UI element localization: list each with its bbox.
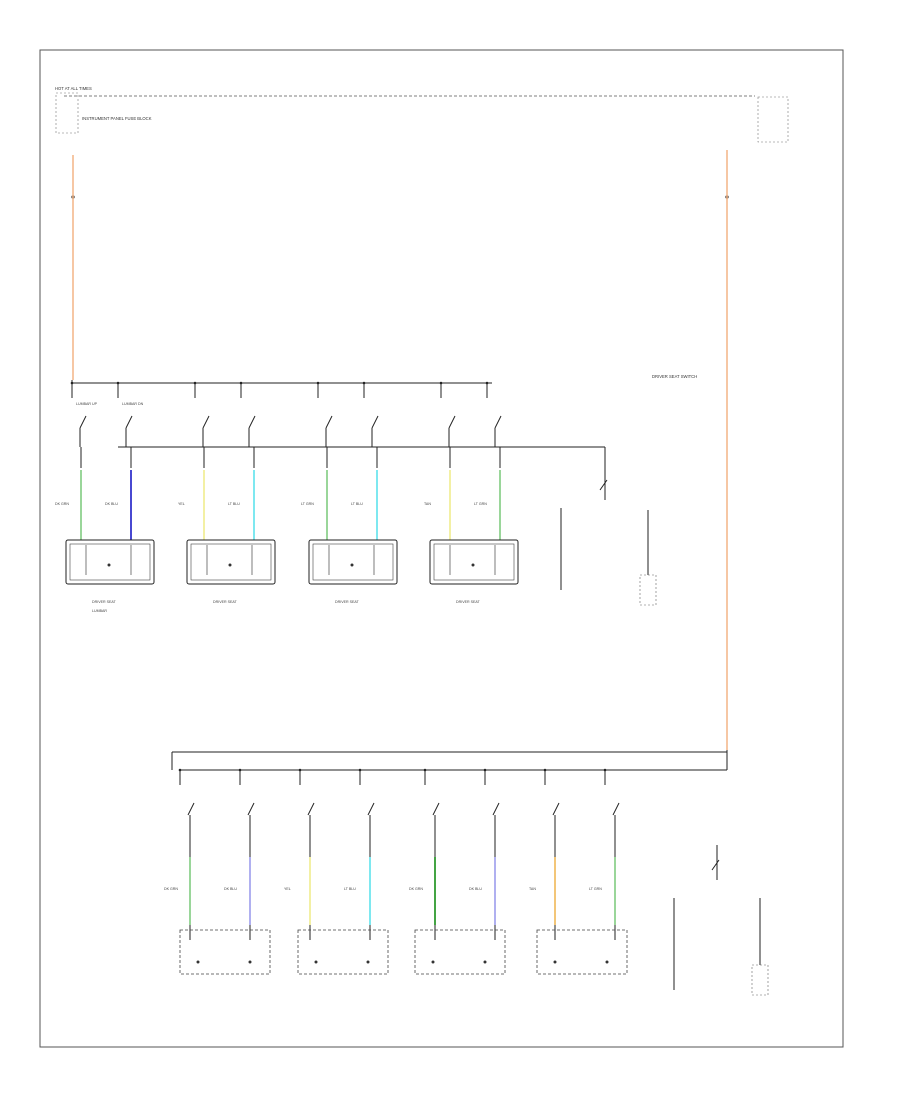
diagram-frame — [39, 49, 844, 1048]
wire-color-label: YEL — [284, 887, 291, 891]
passenger-switch: YEL — [284, 768, 315, 940]
passenger-switch: DK BLU — [469, 768, 500, 940]
passenger-switch: DK GRN — [409, 768, 440, 940]
motor-box — [536, 929, 628, 975]
motor-box — [297, 929, 389, 975]
motor-box — [179, 929, 271, 975]
motor-sub: LUMBAR — [92, 609, 107, 613]
passenger-seat-motor — [536, 929, 628, 975]
motor-name: DRIVER SEAT — [335, 600, 360, 604]
switch-label: LUMBAR UP — [76, 402, 98, 406]
passenger-switch: TAN — [529, 768, 560, 940]
passenger-seat-motor — [179, 929, 271, 975]
passenger-seat-motor — [297, 929, 389, 975]
driver-seat-motor: DRIVER SEAT — [308, 539, 398, 604]
passenger-switch: DK BLU — [224, 768, 255, 940]
wire-color-label: LT BLU — [344, 887, 356, 891]
driver-switch: LT BLU — [351, 381, 379, 540]
driver-switch: LUMBAR UP DK GRN — [55, 381, 98, 540]
wire-color-label: DK BLU — [105, 502, 118, 506]
passenger-seat-motor — [414, 929, 506, 975]
passenger-switch-group: DK GRN DK BLU YEL LT BLU DK GRN DK BLU TAN LT G… — [164, 768, 620, 940]
driver-switch: LT GRN — [301, 381, 333, 540]
driver-switch: LUMBAR DN DK BLU — [105, 381, 144, 540]
wire-color-label: DK GRN — [55, 502, 69, 506]
driver-switch: LT GRN — [474, 381, 502, 540]
driver-seat-motor: DRIVER SEAT — [186, 539, 276, 604]
driver-switch: YEL — [178, 381, 210, 540]
wire-color-label: LT GRN — [589, 887, 602, 891]
wire-color-label: LT BLU — [351, 502, 363, 506]
driver-seat-motor: DRIVER SEAT LUMBAR — [65, 539, 155, 613]
motor-box — [308, 539, 398, 585]
wire-color-label: DK GRN — [409, 887, 423, 891]
motor-name: DRIVER SEAT — [456, 600, 481, 604]
wire-color-label: DK BLU — [224, 887, 237, 891]
wire-color-label: YEL — [178, 502, 185, 506]
wire-color-label: DK GRN — [164, 887, 178, 891]
driver-ground-module — [560, 447, 657, 606]
wire-color-label: TAN — [529, 887, 536, 891]
passenger-switch: LT GRN — [589, 768, 620, 940]
wire-color-label: LT BLU — [228, 502, 240, 506]
motor-name: DRIVER SEAT — [213, 600, 238, 604]
driver-seat-switch-label: DRIVER SEAT SWITCH — [652, 374, 697, 379]
motor-box — [65, 539, 155, 585]
svg-text:DRIVER SEAT SWITCH: DRIVER SEAT SWITCH — [652, 374, 697, 379]
motor-box — [414, 929, 506, 975]
passenger-switch: LT BLU — [344, 768, 375, 940]
wire-color-label: TAN — [424, 502, 431, 506]
switch-label: LUMBAR DN — [122, 402, 144, 406]
motor-box — [186, 539, 276, 585]
wire-color-label: DK BLU — [469, 887, 482, 891]
top-right-fuse-block — [725, 96, 789, 199]
hot-at-all-times-label: HOT AT ALL TIMES — [55, 86, 92, 91]
passenger-ground-module — [673, 845, 769, 996]
passenger-switch: DK GRN — [164, 768, 195, 940]
driver-seat-motor: DRIVER SEAT — [429, 539, 519, 604]
motor-name: DRIVER SEAT — [92, 600, 117, 604]
driver-switch: TAN — [424, 381, 456, 540]
passenger-motor-group — [179, 929, 628, 975]
fuse-block-label: INSTRUMENT PANEL FUSE BLOCK — [82, 116, 152, 121]
driver-switch: LT BLU — [228, 381, 256, 540]
driver-switch-group: LUMBAR UP DK GRN LUMBAR DN DK BLU YEL LT BLU L… — [55, 381, 502, 540]
motor-box — [429, 539, 519, 585]
wire-color-label: LT GRN — [301, 502, 314, 506]
top-left-fuse-block: HOT AT ALL TIMES INSTRUMENT PANEL FUSE B… — [55, 86, 152, 199]
wire-color-label: LT GRN — [474, 502, 487, 506]
